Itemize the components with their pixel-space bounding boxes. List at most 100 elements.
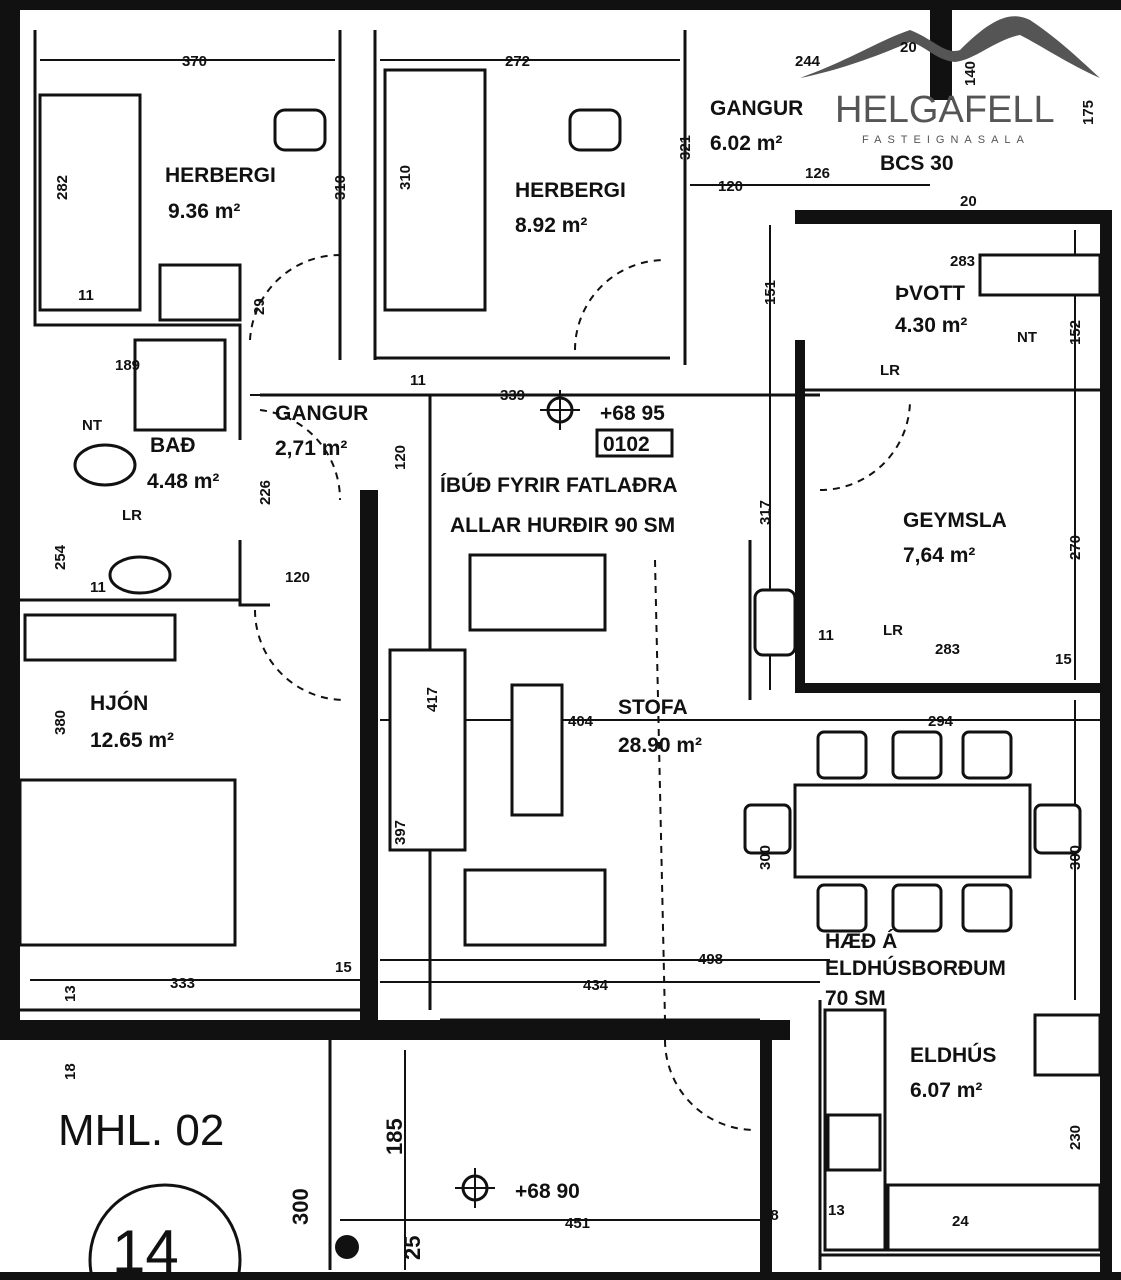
dimension: 120 (718, 178, 743, 195)
nt-tag: NT (1017, 329, 1037, 346)
doors-note: ALLAR HURÐIR 90 SM (450, 514, 675, 537)
room-name: ÞVOTT (895, 282, 965, 305)
room-area: 6.07 m² (910, 1079, 982, 1102)
dimension: 11 (410, 372, 426, 389)
counter-note: HÆÐ Á (825, 930, 897, 953)
sofa (468, 553, 607, 632)
dimension: 370 (182, 53, 207, 70)
dimension: 272 (505, 53, 530, 70)
lr-tag: LR (883, 622, 903, 639)
room-area: 4.48 m² (147, 470, 219, 493)
dimension: 24 (952, 1213, 969, 1230)
dimension: 151 (762, 280, 779, 305)
room-area: 7,64 m² (903, 544, 975, 567)
chair (816, 730, 868, 780)
dimension: 294 (928, 713, 954, 730)
dimension: 310 (397, 165, 414, 190)
counter-note: 70 SM (825, 987, 886, 1010)
dimension: 126 (805, 165, 830, 182)
room-area: 4.30 m² (895, 314, 967, 337)
logo-name: HELGAFELL (835, 89, 1055, 131)
chair (961, 883, 1013, 933)
dimension: 15 (335, 959, 352, 976)
chair (816, 883, 868, 933)
room-name: HERBERGI (165, 164, 276, 187)
dimension: 283 (950, 253, 975, 270)
helgafell-logo: HELGAFELL FASTEIGNASALA (800, 16, 1100, 146)
dimension: 321 (677, 135, 694, 160)
radiator (23, 613, 177, 662)
dimension: 300 (1067, 845, 1084, 870)
furniture (18, 68, 1102, 1252)
chair (1033, 803, 1082, 855)
room-labels: HERBERGI 9.36 m² HERBERGI 8.92 m² GANGUR… (90, 97, 1007, 1102)
chair (891, 730, 943, 780)
dimension: 13 (62, 985, 79, 1002)
dimension: 498 (698, 951, 723, 968)
dimension: 18 (762, 1207, 779, 1224)
dimension: 380 (52, 710, 69, 735)
door-swings (249, 253, 911, 1131)
dimension: 140 (962, 61, 979, 86)
room-name: GEYMSLA (903, 509, 1007, 532)
room-area: 9.36 m² (168, 200, 240, 223)
room-name: HJÓN (90, 691, 148, 715)
room-name: GANGUR (275, 402, 368, 425)
notes: ÍBÚÐ FYRIR FATLAÐRA ALLAR HURÐIR 90 SM +… (58, 329, 1037, 1280)
dimension: 230 (1067, 1125, 1084, 1150)
room-area: 6.02 m² (710, 132, 782, 155)
dimension: 152 (1067, 320, 1084, 345)
chair (743, 803, 792, 855)
dimension: 13 (828, 1202, 845, 1219)
dimension: 29 (251, 298, 268, 315)
room-area: 8.92 m² (515, 214, 587, 237)
room-name: BAÐ (150, 434, 196, 457)
room-area: 12.65 m² (90, 729, 174, 752)
room-area: 2,71 m² (275, 437, 347, 460)
dimension: 11 (78, 287, 94, 304)
room-name: HERBERGI (515, 179, 626, 202)
bed (38, 93, 142, 312)
level-marker (88, 390, 674, 1280)
apartment-note: ÍBÚÐ FYRIR FATLAÐRA (440, 473, 678, 497)
building-number: 14 (112, 1218, 179, 1280)
dimension: 15 (1055, 651, 1072, 668)
dimension: 25 (400, 1236, 425, 1260)
double-bed (18, 778, 237, 947)
room-name: STOFA (618, 696, 688, 719)
dimension: 244 (795, 53, 821, 70)
dimension: 434 (583, 977, 609, 994)
coffee-table (510, 683, 564, 817)
washer (753, 588, 797, 657)
dimension: 20 (960, 193, 977, 210)
dimension: 20 (900, 39, 917, 56)
room-name: ELDHÚS (910, 1043, 996, 1067)
shower (133, 338, 227, 432)
room-name: GANGUR (710, 97, 803, 120)
level-label: +68 90 (515, 1180, 580, 1203)
bcs-label: BCS 30 (880, 152, 954, 175)
mhl-label: MHL. 02 (58, 1106, 224, 1155)
level-label: +68 95 (600, 402, 665, 425)
dimension: 333 (170, 975, 195, 992)
dimension: 189 (115, 357, 140, 374)
toilet (73, 443, 137, 487)
dimension: 300 (757, 845, 774, 870)
dimension: 300 (288, 1188, 313, 1225)
dimension: 18 (62, 1063, 79, 1080)
dimension: 254 (52, 544, 69, 570)
dimension: 11 (90, 579, 106, 596)
dimension: 404 (568, 713, 594, 730)
dimension-labels: 370 272 244 20 321 120 126 175 140 20 28… (52, 39, 1097, 1260)
dimension: 185 (382, 1118, 407, 1155)
radiator (158, 263, 242, 322)
fridge (1033, 1013, 1102, 1077)
dimension: 339 (500, 387, 525, 404)
laundry-counter (978, 253, 1102, 297)
dimension: 120 (285, 569, 310, 586)
sofa (388, 648, 467, 852)
sofa (463, 868, 607, 947)
dimension: 317 (757, 500, 774, 525)
kitchen-counter (886, 1183, 1102, 1252)
